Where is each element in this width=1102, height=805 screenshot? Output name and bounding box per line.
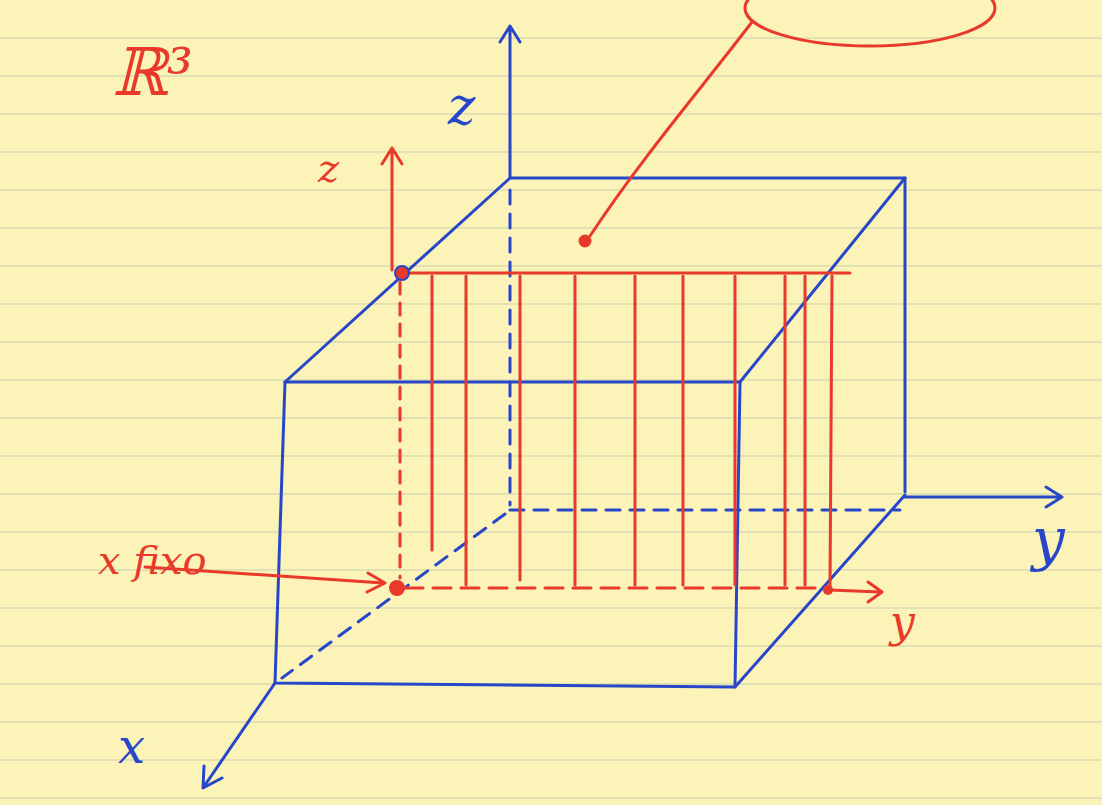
slice-corner-dot: [395, 266, 409, 280]
axis-label: z: [448, 80, 475, 132]
cube-and-axes: [203, 26, 1062, 788]
fixed-x-dot: [389, 580, 405, 596]
paper-lines: [0, 38, 1102, 798]
note-label: x fixo: [98, 540, 207, 580]
slice-end-dot: [823, 585, 833, 595]
axis-label: y: [1032, 510, 1065, 568]
space-label: ℝ³: [112, 40, 193, 106]
axis-label: y: [890, 600, 915, 644]
axis-label: x: [118, 722, 145, 770]
fixed-x-slice: [145, 0, 995, 602]
axis-label: z: [318, 148, 339, 188]
